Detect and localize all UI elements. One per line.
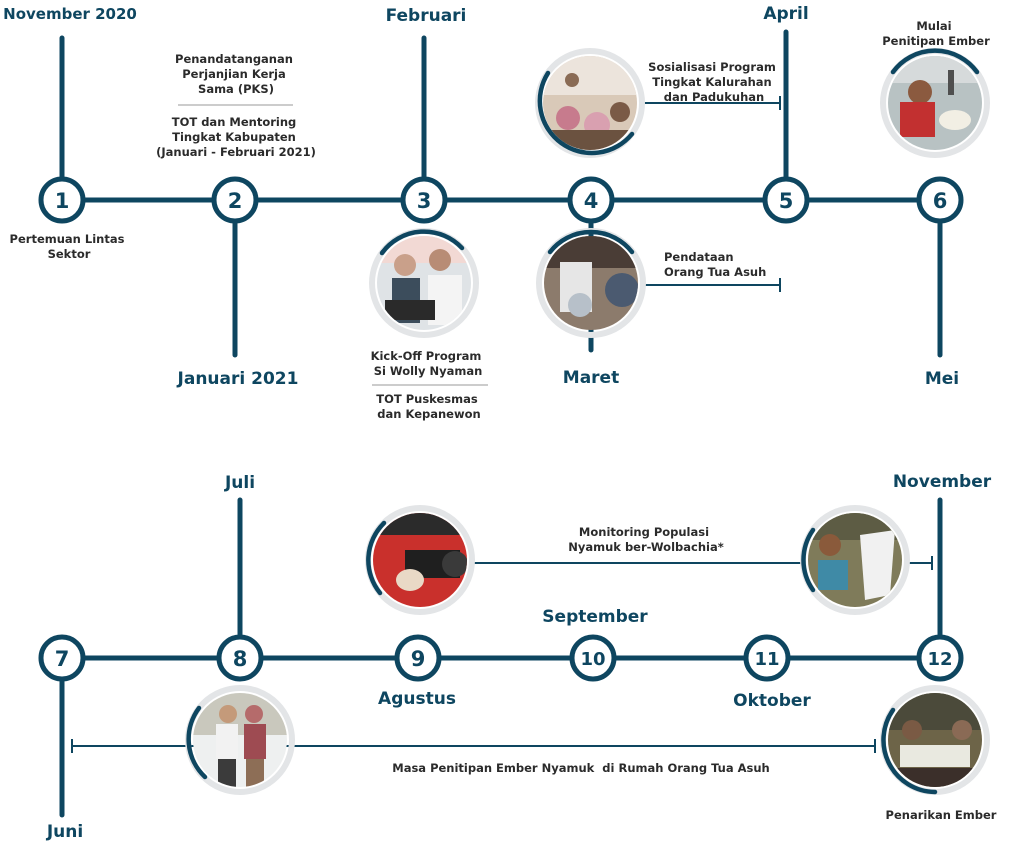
event-sosialisasi-line2: Tingkat Kalurahan (652, 75, 771, 89)
month-mei: Mei (925, 369, 959, 389)
node-7: 7 (38, 634, 86, 682)
event-monitoring-line1: Monitoring Populasi (579, 525, 709, 539)
node-3-number: 3 (417, 189, 432, 213)
node-2: 2 (211, 176, 259, 224)
month-februari: Februari (386, 6, 467, 26)
node-9-number: 9 (411, 647, 426, 671)
month-juli: Juli (224, 473, 255, 493)
event-pks-line2: Perjanjian Kerja (182, 67, 286, 81)
node-3: 3 (400, 176, 448, 224)
photo-monitoring-right (800, 505, 910, 615)
node-1: 1 (38, 176, 86, 224)
event-pertemuan-lintas-sektor: Pertemuan Lintas Sektor (10, 232, 129, 261)
photo-penitipan (880, 48, 990, 158)
event-sosialisasi: Sosialisasi Program Tingkat Kalurahan da… (648, 60, 780, 104)
node-4: 4 (567, 176, 615, 224)
photo-pendataan (536, 228, 646, 338)
event-mulai-penitipan: Mulai Penitipan Ember (882, 19, 990, 48)
node-7-number: 7 (55, 647, 70, 671)
event-pendataan-line2: Orang Tua Asuh (664, 265, 766, 279)
photo-kickoff (369, 228, 479, 338)
node-8-number: 8 (233, 647, 248, 671)
event-tot-kab-line3: (Januari - Februari 2021) (156, 145, 316, 159)
node-1-number: 1 (55, 189, 70, 213)
node-11: 11 (743, 634, 791, 682)
event-1-line2: Sektor (48, 247, 91, 261)
event-mulai-line1: Mulai (916, 19, 951, 33)
event-sosialisasi-line1: Sosialisasi Program (648, 60, 776, 74)
month-juni: Juni (46, 822, 83, 841)
event-pks-line1: Penandatanganan (175, 52, 293, 66)
month-november-2020: November 2020 (3, 5, 137, 23)
event-penarikan-ember: Penarikan Ember (886, 808, 997, 822)
event-tot-pusk-line2: dan Kepanewon (377, 407, 480, 421)
photo-monitoring-left (365, 505, 475, 615)
node-10-number: 10 (580, 649, 605, 670)
event-tot-pusk-line1: TOT Puskesmas (376, 392, 478, 406)
event-tot-puskesmas: TOT Puskesmas dan Kepanewon (376, 392, 482, 421)
node-4-number: 4 (584, 189, 599, 213)
event-sosialisasi-line3: dan Padukuhan (664, 90, 764, 104)
node-6: 6 (916, 176, 964, 224)
month-september: September (542, 607, 648, 627)
event-pendataan-line1: Pendataan (664, 250, 734, 264)
node-5: 5 (762, 176, 810, 224)
photo-sosialisasi (535, 48, 645, 158)
event-kickoff: Kick-Off Program Si Wolly Nyaman (371, 349, 486, 378)
node-10: 10 (569, 634, 617, 682)
event-tot-kab-line2: Tingkat Kabupaten (172, 130, 296, 144)
node-8: 8 (216, 634, 264, 682)
node-2-number: 2 (228, 189, 243, 213)
node-11-number: 11 (754, 649, 779, 670)
node-12: 12 (916, 634, 964, 682)
month-januari-2021: Januari 2021 (177, 369, 299, 389)
event-tot-kab-line1: TOT dan Mentoring (172, 115, 297, 129)
event-masa-penitipan: Masa Penitipan Ember Nyamuk di Rumah Ora… (392, 761, 769, 775)
event-pks: Penandatanganan Perjanjian Kerja Sama (P… (175, 52, 297, 96)
photo-penarikan (880, 685, 990, 795)
node-9: 9 (394, 634, 442, 682)
event-monitoring: Monitoring Populasi Nyamuk ber-Wolbachia… (568, 525, 724, 554)
event-pendataan: Pendataan Orang Tua Asuh (664, 250, 766, 279)
month-oktober: Oktober (733, 691, 811, 711)
month-april: April (763, 4, 808, 24)
event-kickoff-line1: Kick-Off Program (371, 349, 482, 363)
month-maret: Maret (563, 368, 619, 388)
event-kickoff-line2: Si Wolly Nyaman (374, 364, 483, 378)
month-agustus: Agustus (378, 689, 456, 709)
month-november: November (893, 472, 992, 492)
event-mulai-line2: Penitipan Ember (882, 34, 990, 48)
node-5-number: 5 (779, 189, 794, 213)
node-12-number: 12 (927, 649, 952, 670)
event-1-line1: Pertemuan Lintas (10, 232, 125, 246)
event-tot-kabupaten: TOT dan Mentoring Tingkat Kabupaten (Jan… (156, 115, 316, 159)
photo-masa-penitipan (185, 685, 295, 795)
event-pks-line3: Sama (PKS) (198, 82, 274, 96)
node-6-number: 6 (933, 189, 948, 213)
event-monitoring-line2: Nyamuk ber-Wolbachia* (568, 540, 724, 554)
